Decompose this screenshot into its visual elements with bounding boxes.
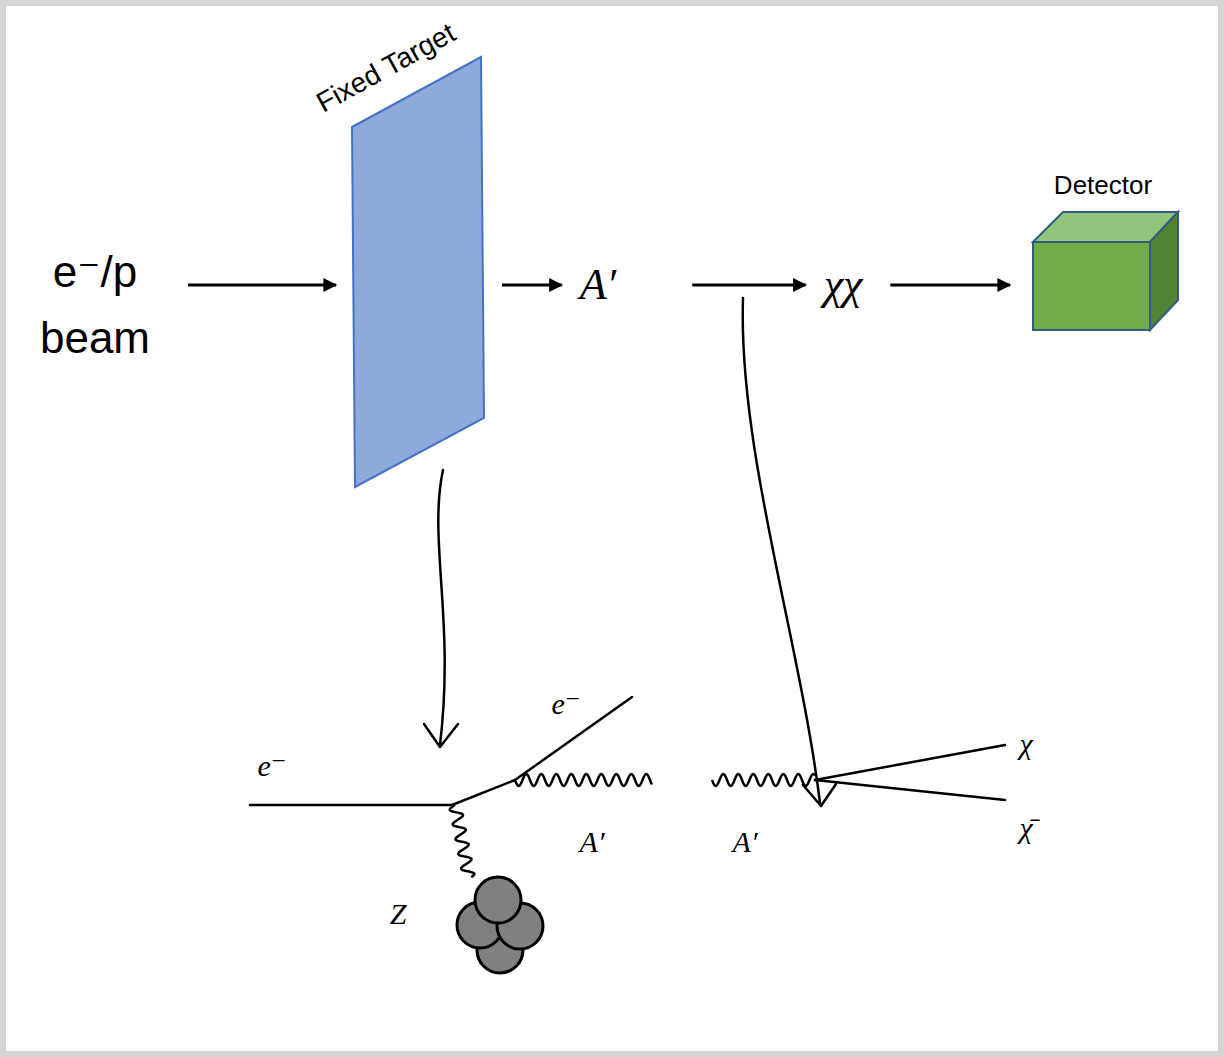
particle-symbol: χ̄ — [1019, 813, 1032, 843]
frame — [3, 3, 1221, 1054]
wavy-lines — [450, 774, 815, 877]
dark-matter-line — [815, 780, 1005, 800]
flow-arrow — [890, 284, 1010, 287]
particle-label: A′ — [576, 258, 621, 312]
photon-line — [450, 805, 474, 877]
particle-symbol: A′ — [580, 827, 605, 857]
flow-arrow — [188, 284, 336, 287]
particle-symbol: e⁻ — [257, 751, 286, 781]
particle-symbol: χ — [1019, 729, 1032, 759]
nucleus — [457, 877, 543, 973]
beam-text: e⁻/p beam — [30, 239, 160, 371]
fixed-target: Fixed Target — [348, 52, 488, 492]
flow-arrow — [502, 284, 562, 287]
pointer-head — [424, 724, 458, 747]
photon-line — [712, 774, 815, 786]
detector-label: Detector — [1022, 168, 1184, 202]
particle-text: A′ — [580, 258, 617, 312]
photon-line — [515, 774, 652, 786]
beam-label: e⁻/p beam — [30, 239, 160, 371]
detector-box: Detector — [1022, 168, 1184, 340]
cube-front — [1033, 242, 1150, 330]
cube-side — [1150, 212, 1178, 330]
particle-symbol: Z — [390, 899, 407, 929]
particle-symbol: e⁻ — [551, 689, 580, 719]
particle-text: χχ — [824, 258, 863, 312]
pointer-curve — [438, 470, 444, 745]
nucleon — [475, 877, 521, 923]
pointer-curve — [743, 298, 820, 803]
dark-matter-line — [815, 745, 1005, 780]
flow-arrow — [692, 284, 805, 287]
target-shape — [348, 52, 488, 492]
particle-symbol: A′ — [733, 827, 758, 857]
pointer-head — [803, 784, 836, 806]
particle-label: χχ — [820, 258, 867, 312]
target-plate — [352, 57, 484, 487]
